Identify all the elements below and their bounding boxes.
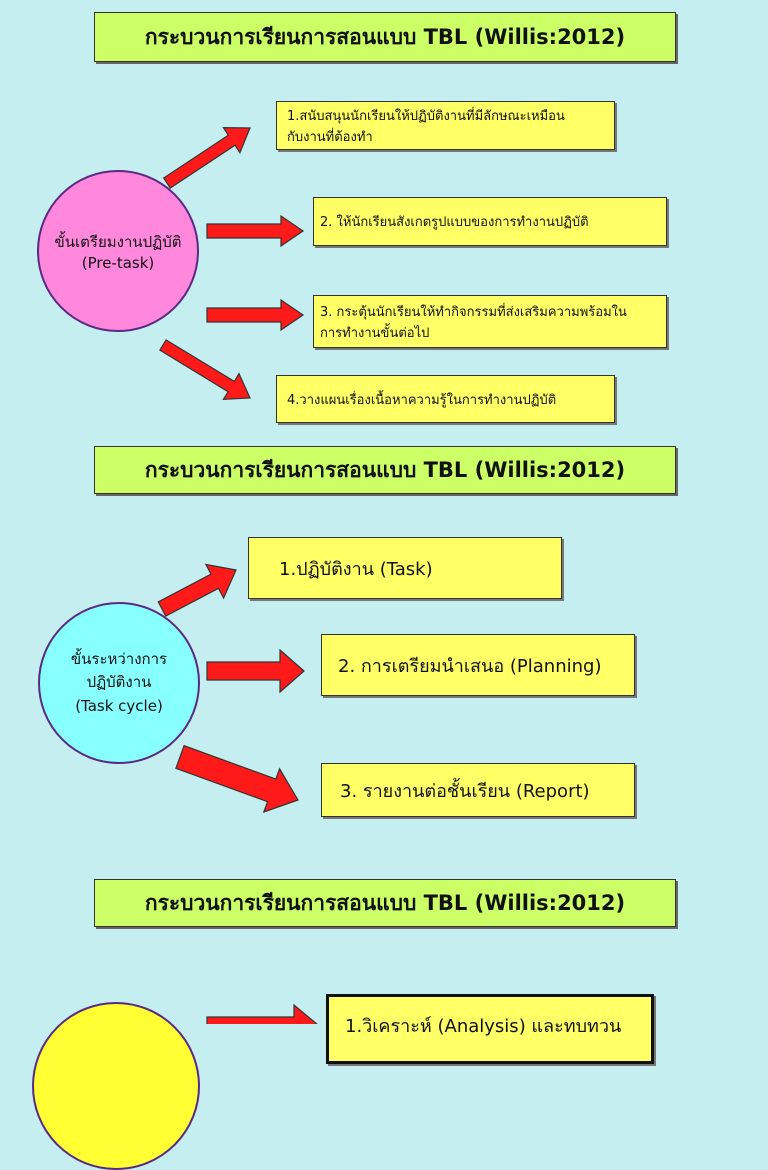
pre-task-item-1-text: 1.สนับสนุนนักเรียนให้ปฏิบัติงานที่มีลักษ… bbox=[287, 108, 565, 145]
task-cycle-item-2: 2. การเตรียมนำเสนอ (Planning) bbox=[321, 634, 635, 696]
pre-task-item-2-text: 2. ให้นักเรียนสังเกตรูปแบบของการทำงานปฏิ… bbox=[320, 215, 589, 230]
arrow-task-cycle-3 bbox=[175, 744, 299, 813]
pre-task-item-4: 4.วางแผนเรื่องเนื้อหาความรู้ในการทำงานปฏ… bbox=[276, 375, 615, 423]
pre-task-item-3: 3. กระตุ้นนักเรียนให้ทำกิจกรรมที่ส่งเสริ… bbox=[313, 295, 667, 348]
pre-task-circle: ขั้นเตรียมงานปฏิบัติ (Pre-task) bbox=[37, 170, 199, 332]
arrow-pre-task-2 bbox=[206, 214, 305, 248]
task-cycle-item-1-text: 1.ปฏิบัติงาน (Task) bbox=[279, 558, 433, 580]
task-cycle-circle-sublabel: (Task cycle) bbox=[75, 696, 163, 715]
task-cycle-item-3: 3. รายงานต่อชั้นเรียน (Report) bbox=[321, 763, 635, 817]
task-cycle-circle-label: ขั้นระหว่างการ bbox=[70, 650, 168, 669]
arrow-pre-task-1 bbox=[162, 126, 251, 189]
section3-title: กระบวนการเรียนการสอนแบบ TBL (Willis:2012… bbox=[94, 879, 676, 927]
task-cycle-item-2-text: 2. การเตรียมนำเสนอ (Planning) bbox=[338, 655, 602, 677]
task-cycle-item-1: 1.ปฏิบัติงาน (Task) bbox=[248, 537, 562, 599]
arrow-pre-task-4 bbox=[159, 339, 251, 401]
arrow-task-cycle-2 bbox=[206, 648, 305, 694]
pre-task-circle-sublabel: (Pre-task) bbox=[81, 254, 155, 272]
pre-task-circle-label: ขั้นเตรียมงานปฏิบัติ bbox=[54, 233, 182, 251]
task-cycle-item-3-text: 3. รายงานต่อชั้นเรียน (Report) bbox=[340, 780, 590, 802]
pre-task-item-3-text: 3. กระตุ้นนักเรียนให้ทำกิจกรรมที่ส่งเสริ… bbox=[320, 304, 627, 341]
section2-title: กระบวนการเรียนการสอนแบบ TBL (Willis:2012… bbox=[94, 446, 676, 494]
arrow-task-cycle-1 bbox=[157, 563, 237, 617]
task-cycle-circle-label-2: ปฏิบัติงาน bbox=[86, 673, 152, 692]
pre-task-item-1: 1.สนับสนุนนักเรียนให้ปฏิบัติงานที่มีลักษ… bbox=[276, 101, 615, 150]
section3-circle bbox=[32, 1002, 200, 1170]
task-cycle-circle: ขั้นระหว่างการ ปฏิบัติงาน (Task cycle) bbox=[38, 602, 200, 764]
arrow-section3-1 bbox=[206, 1003, 318, 1024]
arrow-pre-task-3 bbox=[206, 298, 305, 332]
pre-task-item-4-text: 4.วางแผนเรื่องเนื้อหาความรู้ในการทำงานปฏ… bbox=[287, 392, 557, 408]
arrows-layer bbox=[157, 126, 318, 1024]
section1-title: กระบวนการเรียนการสอนแบบ TBL (Willis:2012… bbox=[94, 12, 676, 62]
pre-task-item-2: 2. ให้นักเรียนสังเกตรูปแบบของการทำงานปฏิ… bbox=[313, 197, 667, 246]
